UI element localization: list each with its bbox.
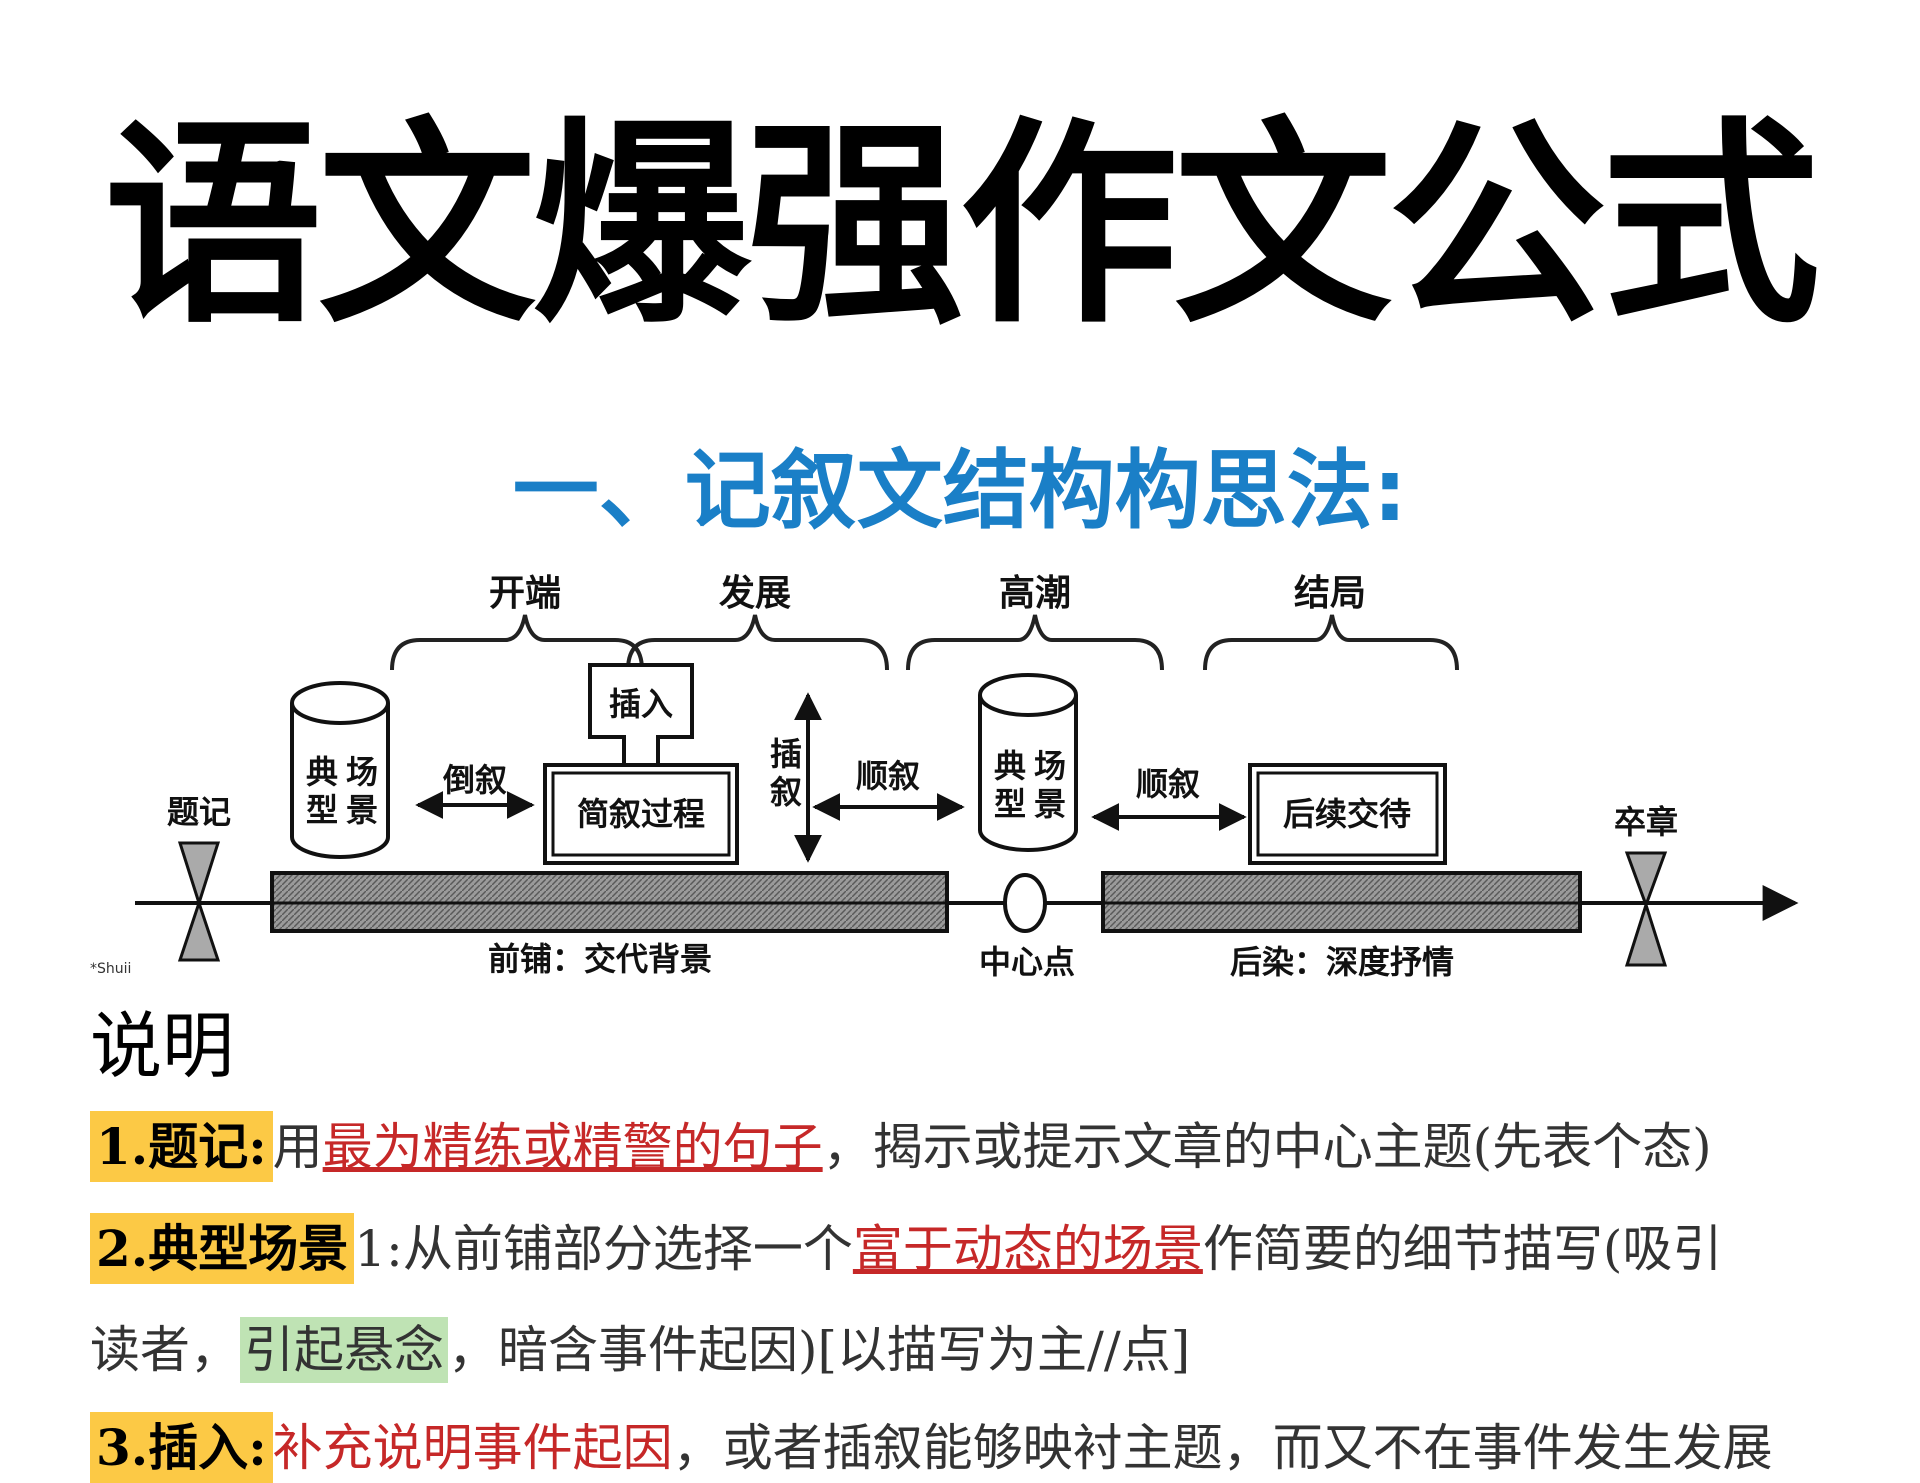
- scene-char: 场: [1034, 747, 1066, 785]
- scene-char: 景: [346, 791, 378, 829]
- brace-development: [626, 614, 889, 671]
- flashback-label: 倒叙: [442, 761, 507, 799]
- insert-label: 插入: [609, 685, 673, 723]
- explanation-line-1: 1.题记:用最为精练或精警的句子，揭示或提示文章的中心主题(先表个态): [90, 1111, 1850, 1182]
- explanation-line-4: 3.插入:补充说明事件起因，或者插叙能够映衬主题，而又不在事件发生发展: [90, 1412, 1850, 1483]
- line-text: ，揭示或提示文章的中心主题(先表个态): [822, 1118, 1712, 1176]
- main-title: 语文爆强作文公式: [104, 100, 1820, 353]
- section-title: 一、记叙文结构构思法:: [512, 441, 1408, 541]
- follow-up-label: 后续交待: [1283, 795, 1411, 833]
- post-render-label: 后染：深度抒情: [1230, 943, 1454, 981]
- inscription-term: 1.题记:: [90, 1111, 273, 1182]
- scene-char: 典: [994, 747, 1026, 785]
- brief-process-box: [543, 763, 739, 865]
- follow-up-box: [1248, 763, 1447, 865]
- stage-label: 高潮: [999, 572, 1071, 614]
- ending-chapter-label: 卒章: [1614, 803, 1678, 841]
- structure-diagram: 开端 发展 高潮 结局 题记 卒章 *Shuii 典 场 型 景 倒叙 插入 简…: [90, 572, 1799, 981]
- key-phrase: 最为精练或精警的句子: [322, 1118, 823, 1176]
- center-point-label: 中心点: [979, 943, 1075, 981]
- stage-label: 结局: [1294, 572, 1366, 614]
- stage-label: 发展: [719, 572, 791, 614]
- brace-opening: [390, 614, 644, 671]
- sequence-label-2: 顺叙: [1136, 765, 1200, 803]
- brace-ending: [1203, 614, 1459, 671]
- line-text: ，暗含事件起因)[以描写为主//点]: [448, 1321, 1191, 1379]
- insertion-char: 叙: [770, 773, 802, 811]
- line-text: ，或者插叙能够映衬主题，而又不在事件发生发展: [672, 1419, 1773, 1477]
- green-phrase: 引起悬念: [240, 1317, 448, 1383]
- sequence-label-1: 顺叙: [856, 757, 920, 795]
- ending-hourglass: [1624, 851, 1668, 967]
- insertion-char: 插: [770, 735, 802, 773]
- corner-mark: *Shuii: [90, 961, 131, 977]
- brief-process-label: 简叙过程: [577, 795, 705, 833]
- line-text: 用: [272, 1118, 323, 1176]
- stage-label: 开端: [489, 572, 561, 614]
- explanation-heading: 说明: [90, 1004, 235, 1088]
- typical-scene-term: 2.典型场景: [90, 1213, 355, 1284]
- key-phrase: 补充说明事件起因: [272, 1419, 673, 1477]
- typical-scene-cylinder-2: 典 场 型 景: [978, 673, 1078, 852]
- scene-char: 场: [346, 753, 378, 791]
- brace-climax: [906, 614, 1164, 671]
- center-point-oval: [1003, 873, 1047, 933]
- scene-char: 典: [306, 753, 338, 791]
- typical-scene-cylinder-1: 典 场 型 景: [290, 681, 390, 859]
- scene-char: 型: [306, 791, 338, 829]
- insert-term: 3.插入:: [90, 1412, 273, 1483]
- scene-char: 型: [994, 785, 1026, 823]
- key-phrase: 富于动态的场景: [852, 1220, 1203, 1278]
- line-text: 1:从前铺部分选择一个: [354, 1220, 853, 1278]
- line-text: 作简要的细节描写(吸引: [1202, 1220, 1723, 1278]
- explanation-line-3: 读者，引起悬念，暗含事件起因)[以描写为主//点]: [90, 1317, 1850, 1383]
- inscription-hourglass: [177, 841, 221, 962]
- pre-lay-label: 前铺：交代背景: [488, 940, 712, 978]
- scene-char: 景: [1034, 785, 1066, 823]
- insert-callout: 插入: [588, 663, 694, 790]
- line-text: 读者，: [90, 1321, 240, 1379]
- inscription-label: 题记: [167, 793, 231, 831]
